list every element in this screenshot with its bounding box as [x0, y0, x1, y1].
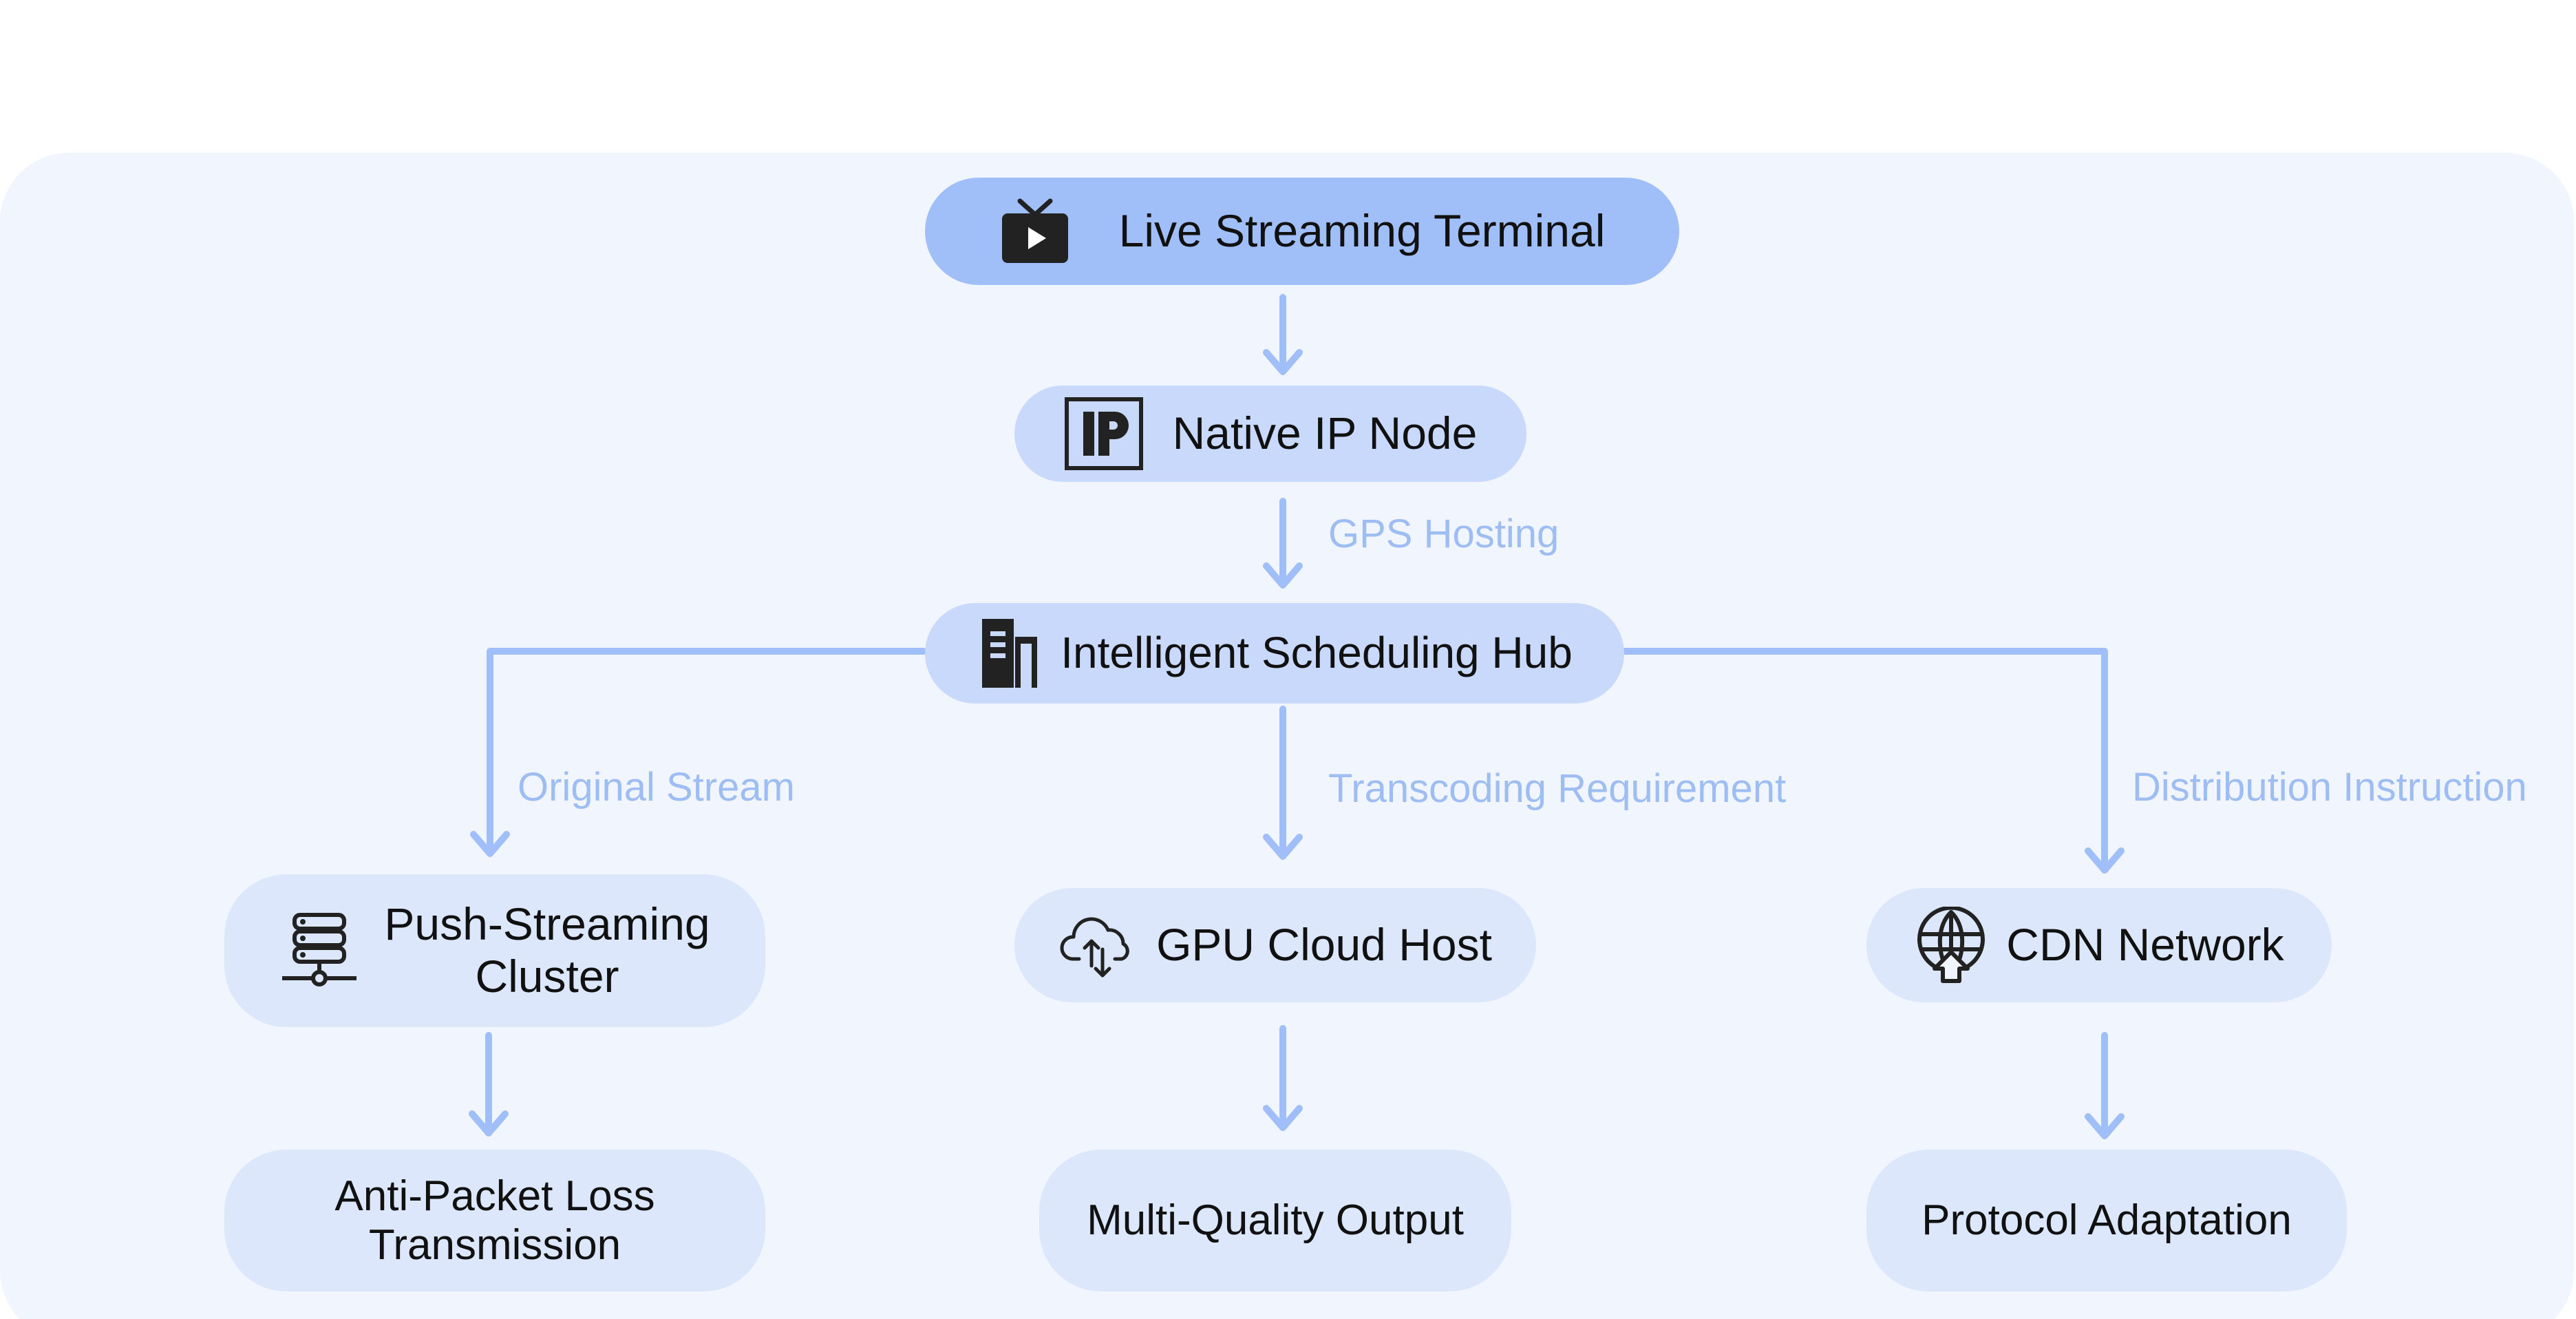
node-cdn-network: CDN Network [1866, 888, 2332, 1002]
node-anti-packet-loss-transmission: Anti-Packet Loss Transmission [224, 1150, 765, 1291]
node-label-line: Anti-Packet Loss [334, 1172, 655, 1220]
arrow-hub-to-gpu [1263, 706, 1303, 860]
edge-label-distribution-instruction: Distribution Instruction [2132, 765, 2527, 810]
node-label-line: Transmission [368, 1221, 621, 1269]
node-label-line: Cluster [475, 951, 619, 1002]
arrow-ip-to-hub [1263, 498, 1303, 589]
server-icon [279, 912, 359, 989]
arrow-hub-to-push-cluster [470, 648, 927, 857]
arrow-cdn-to-protocol [2085, 1032, 2125, 1139]
node-protocol-adaptation: Protocol Adaptation [1866, 1150, 2347, 1291]
node-intelligent-scheduling-hub: Intelligent Scheduling Hub [925, 603, 1624, 704]
building-icon [977, 616, 1043, 690]
ip-icon [1064, 397, 1144, 471]
node-gpu-cloud-host: GPU Cloud Host [1014, 888, 1536, 1002]
arrow-push-to-anti-loss [469, 1032, 509, 1137]
node-label: Protocol Adaptation [1922, 1196, 2292, 1245]
node-label: Multi-Quality Output [1087, 1196, 1464, 1245]
tv-icon [999, 196, 1071, 267]
node-label: GPU Cloud Host [1156, 919, 1492, 971]
node-label: Intelligent Scheduling Hub [1061, 628, 1573, 678]
edge-label-gps-hosting: GPS Hosting [1328, 511, 1560, 556]
arrow-terminal-to-ip [1263, 294, 1303, 375]
arrow-hub-to-cdn [1621, 648, 2125, 874]
node-native-ip-node: Native IP Node [1014, 386, 1526, 482]
node-live-streaming-terminal: Live Streaming Terminal [925, 178, 1679, 285]
cloud-transfer-icon [1058, 911, 1136, 980]
node-label: Push-Streaming Cluster [384, 898, 710, 1003]
node-label: Native IP Node [1172, 408, 1478, 459]
arrow-gpu-to-multi-quality [1263, 1025, 1303, 1131]
node-multi-quality-output: Multi-Quality Output [1039, 1150, 1511, 1291]
node-label: Live Streaming Terminal [1118, 205, 1606, 257]
globe-upload-icon [1914, 907, 1988, 984]
node-push-streaming-cluster: Push-Streaming Cluster [224, 874, 765, 1027]
node-label: Anti-Packet Loss Transmission [334, 1172, 654, 1270]
edge-label-original-stream: Original Stream [518, 765, 795, 810]
edge-label-transcoding-requirement: Transcoding Requirement [1328, 766, 1787, 811]
node-label-line: Push-Streaming [384, 898, 710, 950]
node-label: CDN Network [2006, 919, 2284, 971]
